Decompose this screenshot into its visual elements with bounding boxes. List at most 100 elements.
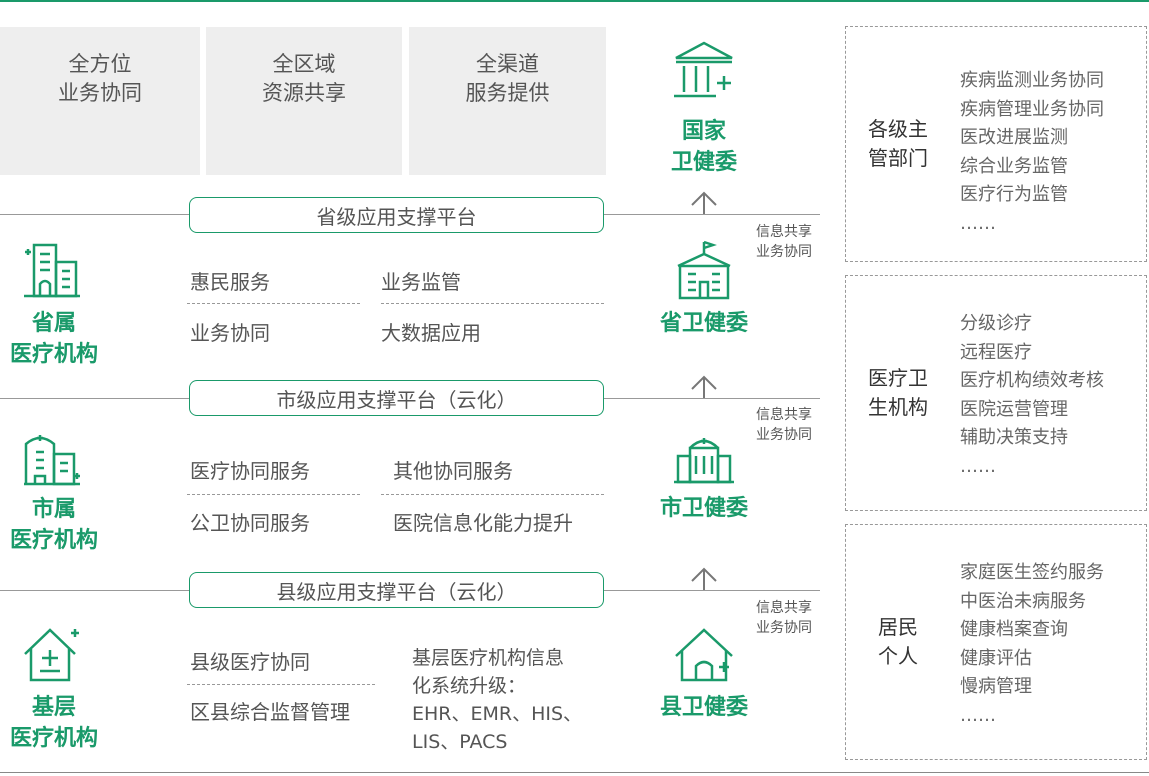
service-item: 业务协同 <box>190 321 270 345</box>
list-item: 辅助决策支持 <box>960 427 1068 449</box>
list-item: 医疗行为监管 <box>960 184 1068 206</box>
list-item: …… <box>960 704 996 726</box>
goal-box-resources: 全区域资源共享 <box>206 27 402 175</box>
county-house-icon <box>675 628 733 682</box>
sharing-note: 信息共享 业务协同 <box>744 598 824 638</box>
label-line: 医疗机构 <box>9 342 98 367</box>
stakeholder-box-residents: 居民 个人 家庭医生签约服务 中医治未病服务 健康档案查询 健康评估 慢病管理 … <box>845 524 1147 760</box>
list-item: 疾病管理业务协同 <box>960 98 1104 120</box>
list-item: 医院运营管理 <box>960 398 1068 420</box>
stakeholder-box-authorities: 各级主 管部门 疾病监测业务协同 疾病管理业务协同 医改进展监测 综合业务监管 … <box>845 26 1147 262</box>
text-line: EHR、EMR、HIS、 <box>412 703 583 725</box>
title-line: 居民 <box>878 615 918 639</box>
goal-box-business: 全方位业务协同 <box>0 27 200 175</box>
up-arrow-icon <box>691 191 717 214</box>
city-health-commission-label: 市卫健委 <box>659 496 748 521</box>
goal-line: 资源共享 <box>262 81 346 105</box>
stakeholder-title: 居民 个人 <box>858 613 938 671</box>
clinic-building-icon <box>24 435 80 486</box>
stakeholder-title: 各级主 管部门 <box>858 115 938 173</box>
service-item: 医院信息化能力提升 <box>393 511 573 535</box>
city-institutions-label: 市属 医疗机构 <box>0 494 108 556</box>
goal-line: 全方位 <box>68 52 132 76</box>
label-line: 医疗机构 <box>9 528 98 553</box>
list-item: 慢病管理 <box>960 676 1032 698</box>
note-line: 业务协同 <box>756 244 812 260</box>
goal-line: 全区域 <box>272 52 336 76</box>
list-item: 健康档案查询 <box>960 619 1068 641</box>
list-item: 疾病监测业务协同 <box>960 70 1104 91</box>
up-arrow-icon <box>691 375 717 398</box>
text-line: 化系统升级： <box>412 675 527 697</box>
note-line: 信息共享 <box>756 224 812 240</box>
divider <box>381 303 604 304</box>
service-item: 公卫协同服务 <box>190 511 310 535</box>
hospital-building-icon <box>24 243 80 298</box>
service-item: 业务监管 <box>381 270 461 294</box>
text-line: LIS、PACS <box>412 731 508 753</box>
stakeholder-box-institutions: 医疗卫 生机构 分级诊疗 远程医疗 医疗机构绩效考核 医院运营管理 辅助决策支持… <box>845 275 1147 511</box>
service-item: 区县综合监督管理 <box>190 700 350 724</box>
provincial-building-icon <box>677 240 731 300</box>
label-line: 卫健委 <box>670 150 737 175</box>
service-item: 惠民服务 <box>190 270 270 294</box>
service-item: 县级医疗协同 <box>190 650 310 674</box>
city-platform-bar: 市级应用支撑平台（云化） <box>189 380 604 416</box>
service-item: 其他协同服务 <box>393 459 513 483</box>
stakeholder-list: 分级诊疗 远程医疗 医疗机构绩效考核 医院运营管理 辅助决策支持 …… <box>960 310 1104 482</box>
label-line: 国家 <box>681 119 726 144</box>
service-item: 大数据应用 <box>381 321 481 345</box>
note-line: 信息共享 <box>756 600 812 616</box>
divider <box>187 684 375 685</box>
title-line: 管部门 <box>868 146 928 170</box>
list-item: 远程医疗 <box>960 341 1032 363</box>
sharing-note: 信息共享 业务协同 <box>744 222 824 262</box>
divider <box>187 303 360 304</box>
bottom-rule <box>0 772 1149 773</box>
list-item: 中医治未病服务 <box>960 590 1086 612</box>
list-item: 医改进展监测 <box>960 127 1068 149</box>
divider <box>381 494 604 495</box>
goal-line: 服务提供 <box>465 81 550 105</box>
list-item: …… <box>960 455 996 477</box>
provincial-health-commission-label: 省卫健委 <box>659 311 748 336</box>
note-line: 业务协同 <box>756 620 812 636</box>
label-line: 省属 <box>31 311 76 336</box>
note-line: 信息共享 <box>756 407 812 423</box>
stakeholder-list: 家庭医生签约服务 中医治未病服务 健康档案查询 健康评估 慢病管理 …… <box>960 559 1104 731</box>
list-item: …… <box>960 212 996 234</box>
note-line: 业务协同 <box>756 427 812 443</box>
service-item: 医疗协同服务 <box>190 459 310 483</box>
goal-box-services: 全渠道服务提供 <box>409 27 606 175</box>
stakeholder-title: 医疗卫 生机构 <box>858 364 938 422</box>
label-line: 基层 <box>31 695 76 720</box>
title-line: 生机构 <box>868 395 928 419</box>
platform-label: 省级应用支撑平台 <box>316 204 477 229</box>
title-line: 各级主 <box>868 117 928 141</box>
goal-line: 业务协同 <box>58 81 142 105</box>
list-item: 健康评估 <box>960 647 1032 669</box>
county-health-commission-label: 县卫健委 <box>659 695 748 720</box>
government-building-icon <box>674 41 733 98</box>
house-clinic-icon <box>24 628 79 682</box>
list-item: 综合业务监管 <box>960 155 1068 177</box>
label-line: 医疗机构 <box>9 726 98 751</box>
goal-line: 全渠道 <box>476 52 539 76</box>
up-arrow-icon <box>691 567 717 590</box>
platform-label: 县级应用支撑平台（云化） <box>276 579 517 604</box>
list-item: 分级诊疗 <box>960 313 1032 334</box>
system-upgrade-text: 基层医疗机构信息 化系统升级： EHR、EMR、HIS、 LIS、PACS <box>412 644 582 756</box>
county-platform-bar: 县级应用支撑平台（云化） <box>189 572 604 608</box>
label-line: 市属 <box>31 497 76 522</box>
provincial-platform-bar: 省级应用支撑平台 <box>189 197 604 233</box>
title-line: 个人 <box>878 644 918 668</box>
top-accent-bar <box>0 0 1149 2</box>
stakeholder-list: 疾病监测业务协同 疾病管理业务协同 医改进展监测 综合业务监管 医疗行为监管 …… <box>960 67 1104 239</box>
sharing-note: 信息共享 业务协同 <box>744 405 824 445</box>
grassroots-institutions-label: 基层 医疗机构 <box>0 692 108 754</box>
national-health-commission-label: 国家 卫健委 <box>640 116 768 178</box>
city-building-icon <box>674 438 734 484</box>
text-line: 基层医疗机构信息 <box>412 647 565 669</box>
divider <box>187 494 360 495</box>
list-item: 家庭医生签约服务 <box>960 562 1104 583</box>
